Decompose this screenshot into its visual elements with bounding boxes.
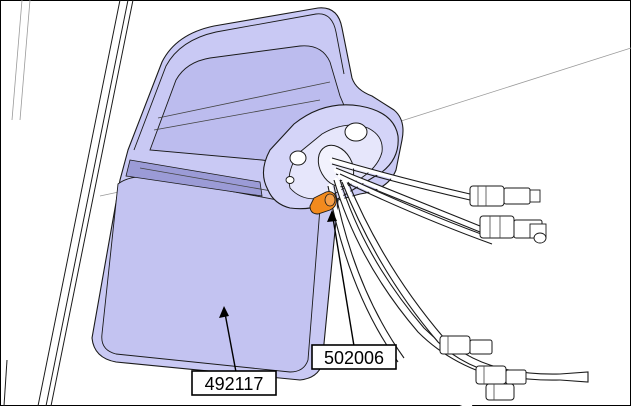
callout-502006: 502006: [311, 344, 397, 370]
cover-plate-flange: [133, 13, 345, 151]
connector-plug-3: [439, 335, 493, 355]
connector-plug-2: [479, 215, 547, 244]
cover-plate-shadow: [125, 159, 263, 197]
connector-plugs-upper: [469, 185, 547, 244]
leader-arrow-492117: [219, 306, 237, 373]
callout-502006-text: 502006: [324, 348, 384, 368]
mounting-surface-lines: [3, 0, 631, 406]
callout-492117: 492117: [191, 370, 277, 396]
wire-bundle-lower: [327, 177, 589, 406]
leader-arrow-502006: [327, 210, 355, 347]
cover-plate-ridge-1: [157, 81, 331, 119]
connector-plugs-lower: [439, 335, 527, 401]
mount-hole-top: [344, 122, 368, 142]
connector-plug-4: [475, 365, 527, 385]
mount-hole-small: [285, 176, 295, 184]
cover-plate: [91, 7, 404, 381]
cover-plate-ridge-2: [153, 99, 321, 131]
connector-plug-5: [485, 383, 515, 401]
orange-fastener: [309, 191, 337, 215]
wire-bundle-upper: [329, 157, 495, 245]
mount-hole-left: [289, 150, 307, 166]
connector-boss: [262, 104, 399, 210]
callout-492117-text: 492117: [205, 374, 264, 394]
connector-plug-1: [469, 185, 541, 207]
